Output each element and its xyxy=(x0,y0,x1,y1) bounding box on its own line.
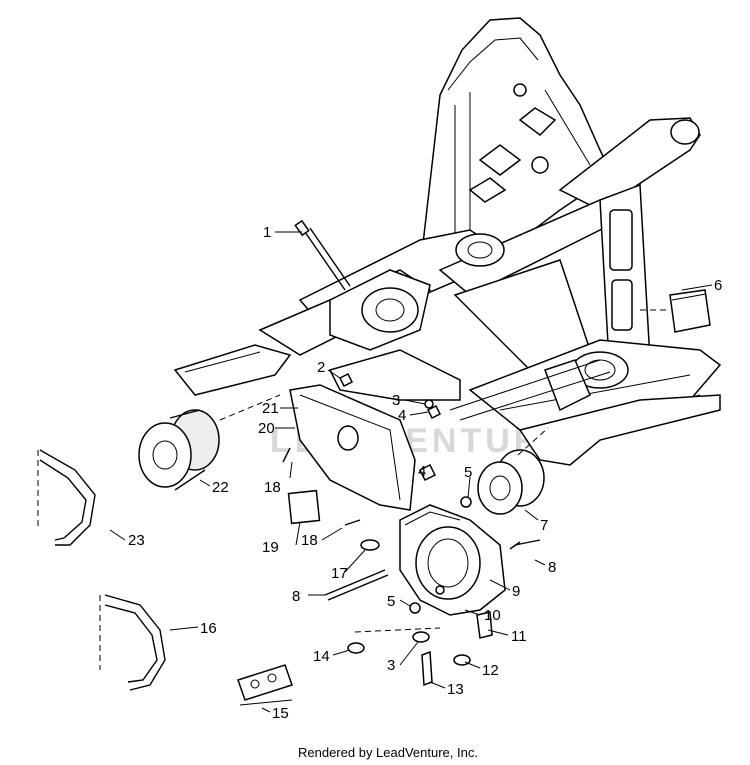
callout-12: 12 xyxy=(482,662,499,679)
part-16-chain xyxy=(99,594,166,691)
callout-18: 18 xyxy=(264,479,281,496)
callout-21: 21 xyxy=(262,400,279,417)
part-9-chaincase xyxy=(399,504,506,616)
callout-4: 4 xyxy=(398,407,406,424)
callout-20: 20 xyxy=(258,420,275,437)
callout-1: 1 xyxy=(263,224,271,241)
part-1-bolt xyxy=(294,219,351,291)
callout-19: 19 xyxy=(262,539,279,556)
callout-14: 14 xyxy=(313,648,330,665)
callout-22: 22 xyxy=(212,479,229,496)
callout-2: 2 xyxy=(317,359,325,376)
callout-labels: 1 2 3 4 4 5 5 6 7 8 8 9 10 11 12 13 14 3… xyxy=(128,224,722,722)
callout-8b: 8 xyxy=(292,588,300,605)
callout-11: 11 xyxy=(511,628,527,645)
callout-3: 3 xyxy=(392,392,400,409)
small-hardware xyxy=(282,372,541,687)
callout-4b: 4 xyxy=(418,463,426,480)
part-6-bearing-cap xyxy=(640,289,711,333)
callout-10: 10 xyxy=(484,607,501,624)
callout-15: 15 xyxy=(272,705,289,722)
callout-16: 16 xyxy=(200,620,217,637)
callout-3b: 3 xyxy=(387,657,395,674)
callout-23: 23 xyxy=(128,532,145,549)
callout-9: 9 xyxy=(512,583,520,600)
footer-credit: Rendered by LeadVenture, Inc. xyxy=(298,745,478,760)
callout-7: 7 xyxy=(540,517,548,534)
callout-5: 5 xyxy=(464,464,472,481)
callout-5b: 5 xyxy=(387,593,395,610)
callout-leaders xyxy=(109,231,713,713)
callout-8: 8 xyxy=(548,559,556,576)
part-20-21-guard xyxy=(289,384,416,511)
callout-6: 6 xyxy=(714,277,722,294)
frame-assembly xyxy=(173,17,722,466)
callout-18b: 18 xyxy=(301,532,318,549)
part-23-chain xyxy=(37,449,96,546)
part-15-master-link xyxy=(237,664,293,706)
callout-17: 17 xyxy=(331,565,348,582)
part-22-sprocket xyxy=(138,394,281,491)
callout-13: 13 xyxy=(447,681,464,698)
part-7-roller xyxy=(477,427,549,515)
